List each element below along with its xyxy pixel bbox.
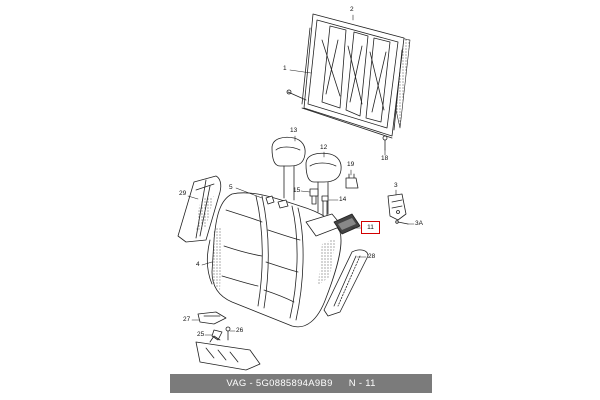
callout-12: 12 (320, 144, 328, 151)
headrest-guide-15 (309, 188, 319, 205)
callout-14: 14 (339, 196, 347, 203)
headrest-12 (305, 152, 342, 215)
bolt-26 (225, 326, 231, 341)
backrest-cushion-4 (206, 192, 343, 328)
armrest-11 (333, 213, 361, 235)
side-bolster-29 (177, 175, 222, 243)
hinge-part-27 (197, 311, 227, 325)
headrest-guide-14 (321, 195, 329, 219)
callout-25: 25 (197, 331, 205, 338)
callout-27: 27 (183, 316, 191, 323)
callout-4: 4 (196, 261, 200, 268)
callout-1: 1 (283, 65, 287, 72)
part-number-bar: VAG - 5G0885894A9B9 N - 11 (170, 374, 432, 393)
clip-19 (345, 173, 359, 189)
callout-13: 13 (290, 127, 298, 134)
callout-19: 19 (347, 161, 355, 168)
callout-28: 28 (368, 253, 376, 260)
lower-bracket (195, 335, 261, 371)
callout-11: 11 (367, 224, 374, 231)
callout-15: 15 (293, 187, 301, 194)
callout-2: 2 (350, 6, 354, 13)
trim-strip-28 (323, 249, 369, 317)
diagram-position: N - 11 (348, 378, 376, 389)
callout-3a: 3A (415, 220, 423, 227)
callout-26: 26 (236, 327, 244, 334)
headrest-13 (271, 136, 306, 201)
bracket-3 (387, 193, 409, 225)
callout-5: 5 (229, 184, 233, 191)
callout-18: 18 (381, 155, 389, 162)
callout-3: 3 (394, 182, 398, 189)
highlight-box-11 (361, 221, 380, 234)
part-number: VAG - 5G0885894A9B9 (226, 378, 333, 389)
bolt-25 (211, 329, 223, 341)
callout-29: 29 (179, 190, 187, 197)
seat-back-frame (286, 13, 411, 151)
leader-lines (187, 14, 415, 336)
